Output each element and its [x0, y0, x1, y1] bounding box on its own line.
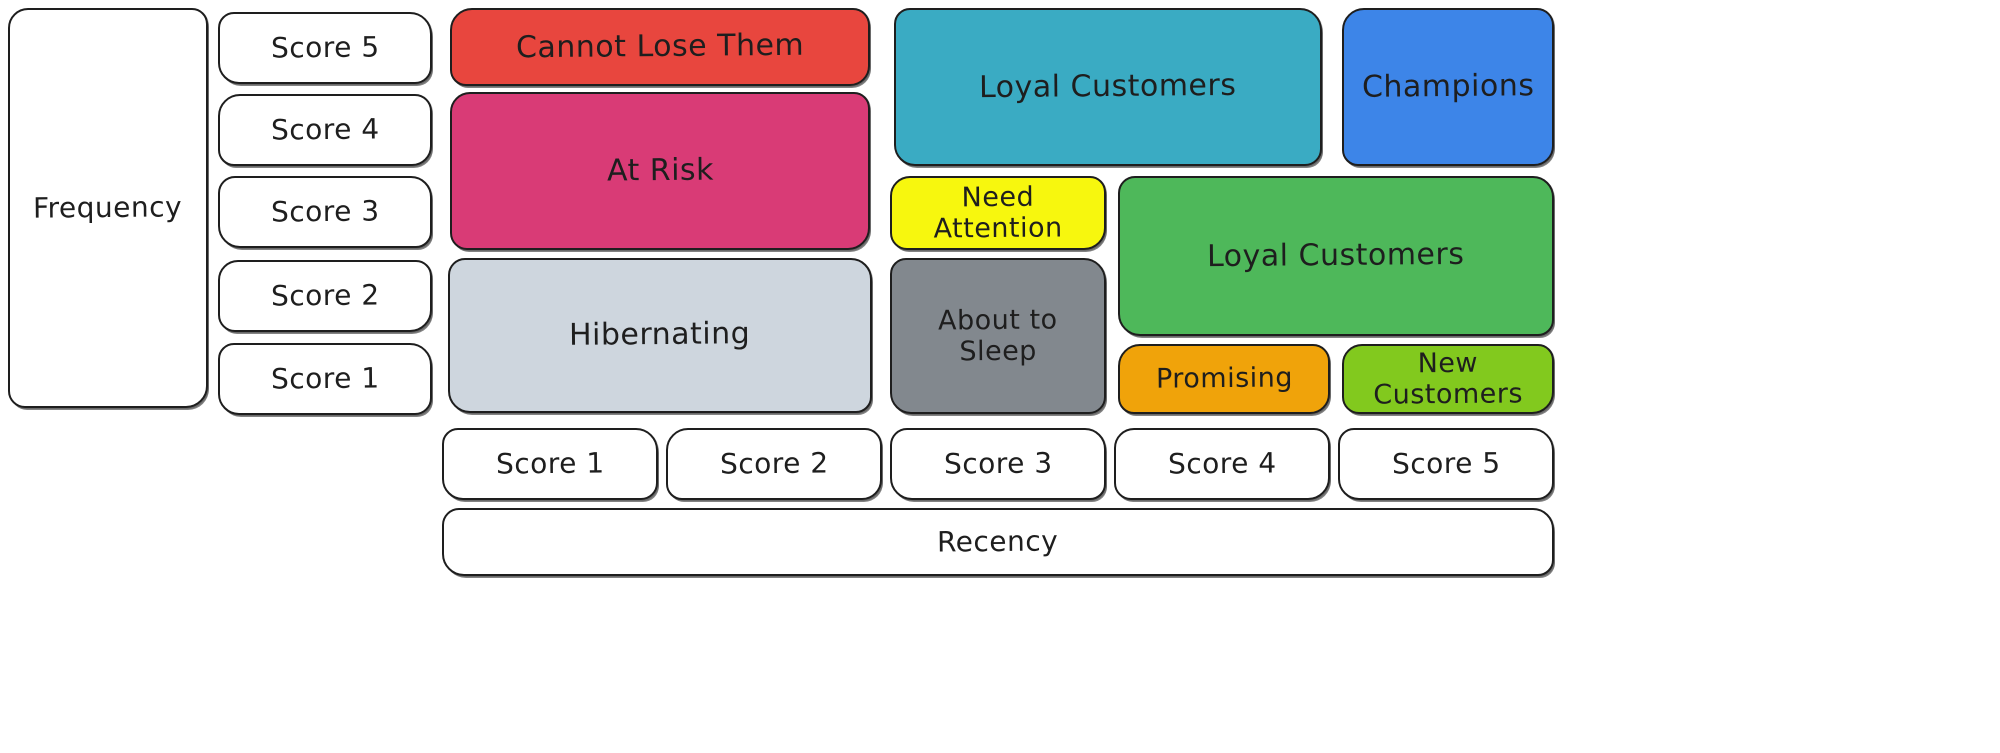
- recency-score-2-label: Score 2: [719, 446, 829, 481]
- segment-new-customers-label: New Customers: [1373, 347, 1524, 411]
- frequency-score-2-label: Score 2: [270, 278, 380, 313]
- recency-score-1-label: Score 1: [495, 446, 605, 481]
- recency-axis-text: Recency: [937, 524, 1059, 559]
- recency-score-5[interactable]: Score 5: [1338, 428, 1554, 500]
- segment-at-risk-label: At Risk: [606, 152, 714, 189]
- frequency-score-5[interactable]: Score 5: [218, 12, 432, 84]
- segment-cannot-lose-them-label: Cannot Lose Them: [515, 27, 805, 66]
- recency-axis-label: Recency: [442, 508, 1554, 576]
- segment-about-to-sleep[interactable]: About to Sleep: [890, 258, 1106, 414]
- recency-score-3[interactable]: Score 3: [890, 428, 1106, 500]
- segment-about-to-sleep-label: About to Sleep: [937, 304, 1058, 368]
- segment-need-attention[interactable]: Need Attention: [890, 176, 1106, 250]
- segment-at-risk[interactable]: At Risk: [450, 92, 870, 250]
- frequency-score-2[interactable]: Score 2: [218, 260, 432, 332]
- recency-score-1[interactable]: Score 1: [442, 428, 658, 500]
- frequency-score-1[interactable]: Score 1: [218, 343, 432, 415]
- frequency-score-5-label: Score 5: [270, 30, 380, 65]
- recency-score-5-label: Score 5: [1391, 446, 1501, 481]
- frequency-score-3-label: Score 3: [270, 194, 380, 229]
- segment-need-attention-label: Need Attention: [933, 181, 1063, 245]
- segment-loyal-customers-teal-label: Loyal Customers: [979, 67, 1237, 105]
- recency-score-4-label: Score 4: [1167, 446, 1277, 481]
- segment-hibernating[interactable]: Hibernating: [448, 258, 872, 413]
- frequency-axis-text: Frequency: [33, 190, 183, 225]
- frequency-score-3[interactable]: Score 3: [218, 176, 432, 248]
- frequency-axis-label: Frequency: [8, 8, 208, 408]
- recency-score-3-label: Score 3: [943, 446, 1053, 481]
- frequency-score-1-label: Score 1: [270, 361, 380, 396]
- recency-score-4[interactable]: Score 4: [1114, 428, 1330, 500]
- segment-cannot-lose-them[interactable]: Cannot Lose Them: [450, 8, 870, 86]
- segment-champions[interactable]: Champions: [1342, 8, 1554, 166]
- segment-champions-label: Champions: [1361, 67, 1535, 105]
- segment-loyal-customers-green[interactable]: Loyal Customers: [1118, 176, 1554, 336]
- segment-loyal-customers-green-label: Loyal Customers: [1207, 236, 1465, 274]
- segment-loyal-customers-teal[interactable]: Loyal Customers: [894, 8, 1322, 166]
- segment-hibernating-label: Hibernating: [569, 316, 751, 354]
- frequency-score-4-label: Score 4: [270, 112, 380, 147]
- frequency-score-4[interactable]: Score 4: [218, 94, 432, 166]
- segment-promising[interactable]: Promising: [1118, 344, 1330, 414]
- segment-promising-label: Promising: [1155, 362, 1293, 396]
- recency-score-2[interactable]: Score 2: [666, 428, 882, 500]
- segment-new-customers[interactable]: New Customers: [1342, 344, 1554, 414]
